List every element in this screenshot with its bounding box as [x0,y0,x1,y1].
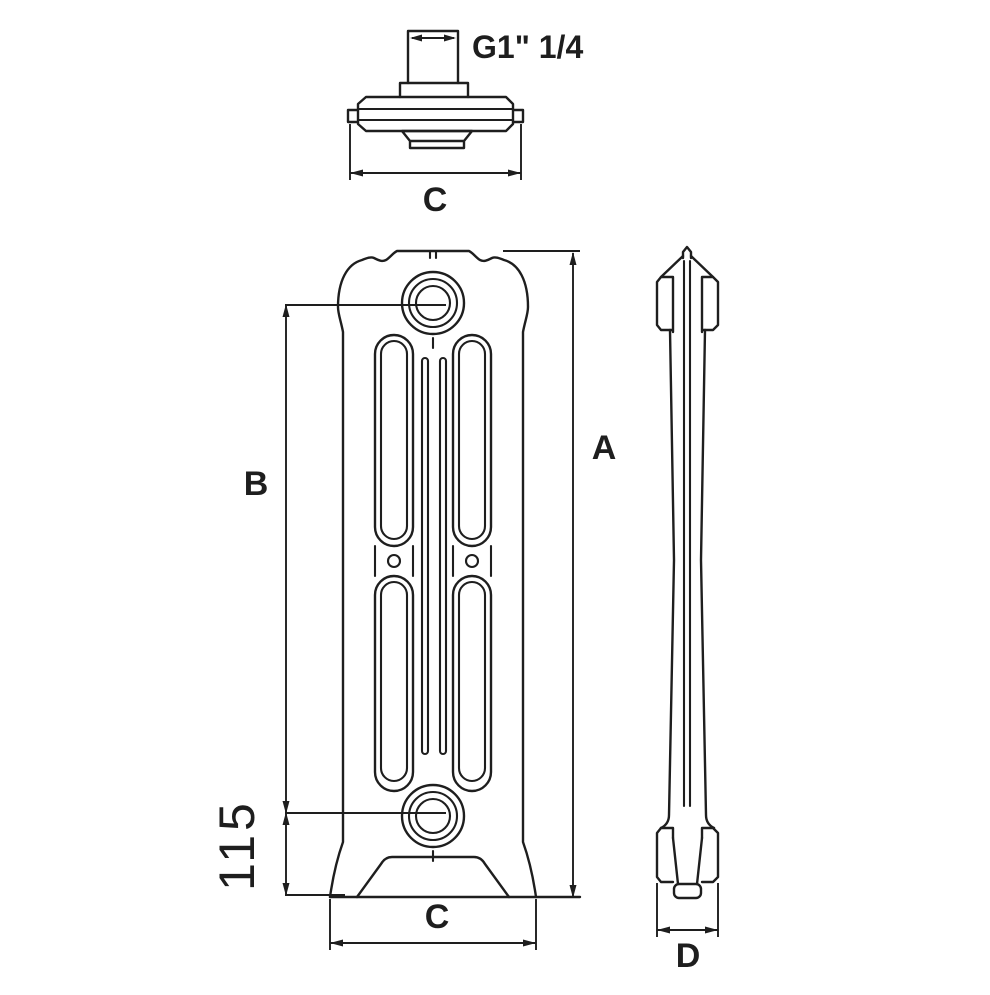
side-foot-base [672,882,703,900]
side-bottom-bracket-right [700,826,720,884]
side-top-bracket-left [655,275,675,334]
section-top-body [356,95,515,133]
side-column-left-edge [659,328,676,830]
front-width-label: C [425,898,450,936]
front-outline [328,249,538,899]
depth-label: D [676,937,701,975]
overall-height-label: A [592,429,617,467]
dimension-b [282,304,446,814]
dimension-a [503,250,580,898]
dimension-115 [282,812,345,896]
stub-collar [398,81,470,99]
parting-lines [356,107,515,122]
thread-dimension-arrow [410,34,456,42]
dimension-c-top [349,124,522,180]
foot-arch [355,855,511,899]
side-shoulders [659,254,715,279]
bottom-hub-circles [400,783,466,863]
left-nub [346,108,360,124]
left-slot-column [373,333,415,793]
side-top-nub [681,245,693,260]
thread-size-label: G1" 1/4 [472,29,583,65]
side-foot-taper [671,836,704,886]
dimension-d [656,883,719,937]
right-slot-column [451,333,493,793]
right-nub [511,108,525,124]
bottom-center-height-label: 115 [209,799,265,891]
side-view [655,245,720,900]
side-top-bracket-right [700,275,720,334]
front-view [328,249,582,899]
top-view: C G1" 1/4 [346,29,583,219]
side-column-right-edge [699,328,716,830]
side-bottom-bracket-left [655,826,675,884]
center-distance-label: B [244,465,269,503]
central-channels [420,356,448,756]
dimension-c-bottom [329,899,537,950]
side-center-seam [682,259,692,808]
top-seam [428,249,438,260]
thread-stub [406,29,460,85]
bottom-collar [400,129,474,150]
top-hub-circles [400,270,466,350]
top-width-label: C [423,181,448,219]
